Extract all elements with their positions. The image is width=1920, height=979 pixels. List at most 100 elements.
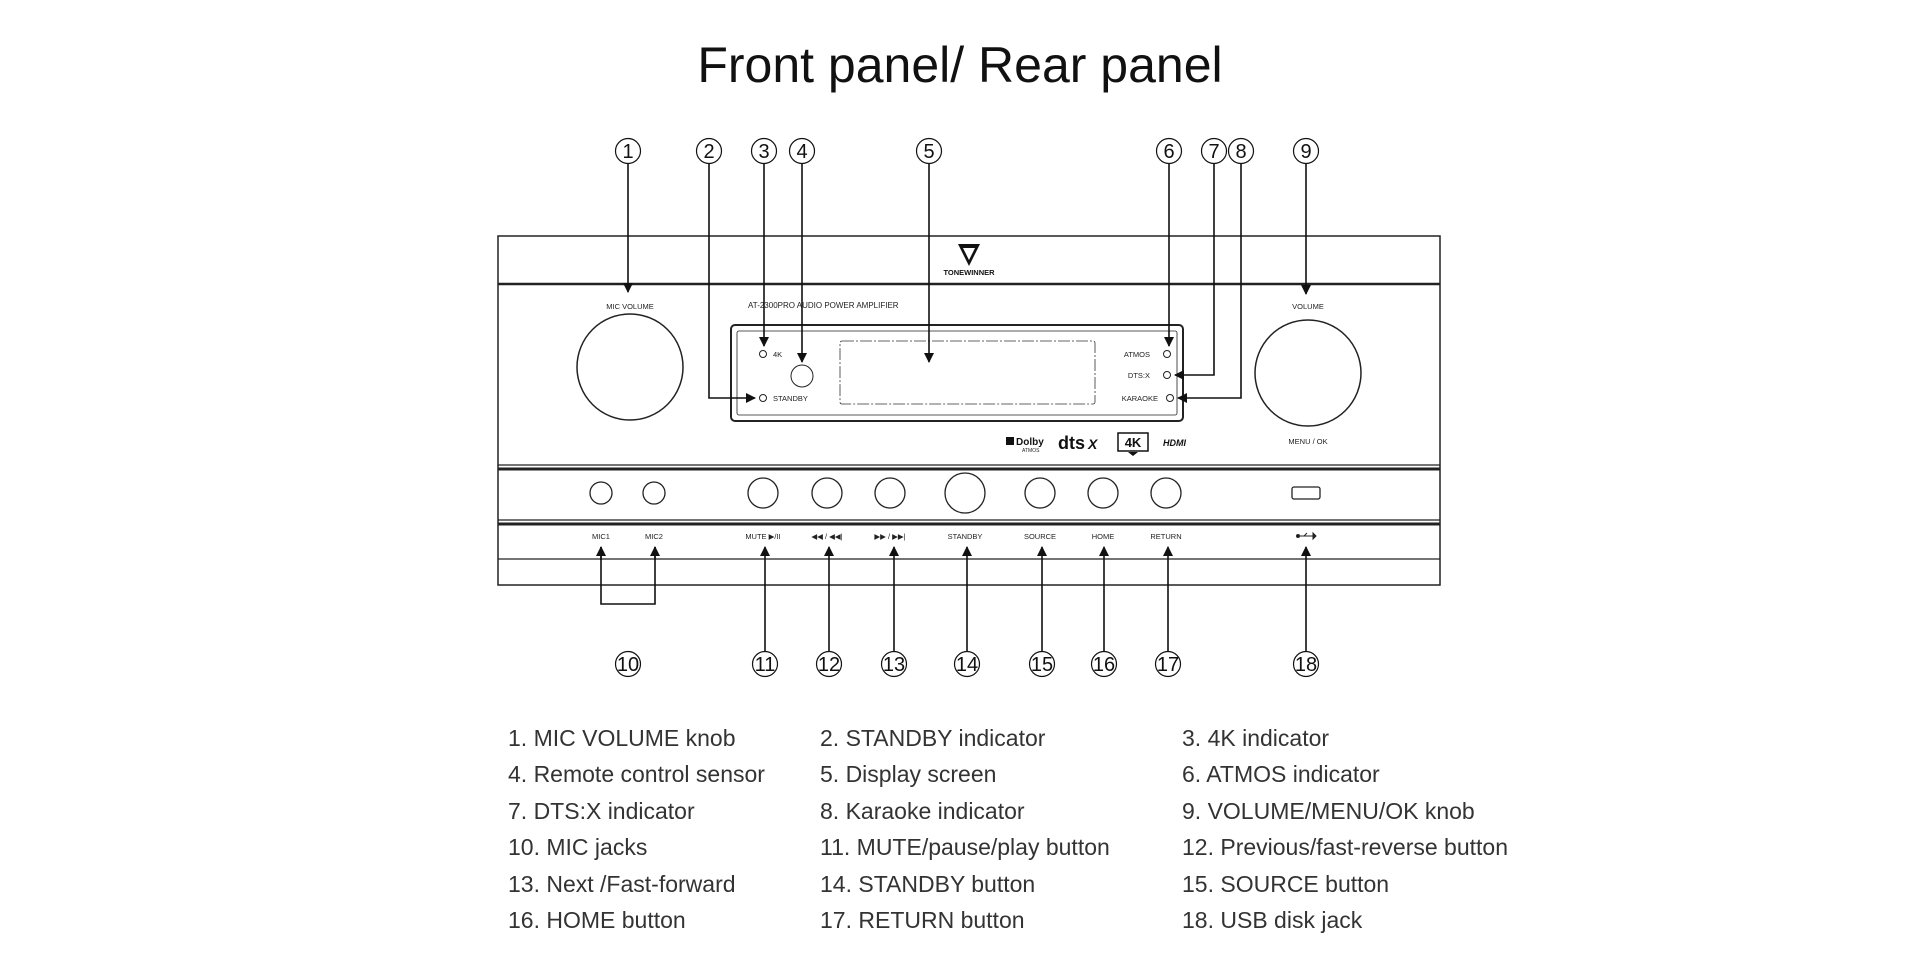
callout-leaders [596,164,1311,651]
legend-row: 7. DTS:X indicator 8. Karaoke indicator 9.… [508,793,1638,830]
mic1-button-label: MIC1 [592,532,610,541]
callout-leader-7 [1174,164,1215,380]
legend-item: 9. VOLUME/MENU/OK knob [1182,797,1475,824]
callout-17: 17 [1154,650,1182,678]
return-button-label: RETURN [1150,532,1181,541]
standby-indicator [759,394,767,402]
uhd-logo: 4K [1125,435,1142,450]
legend-row: 10. MIC jacks 11. MUTE/pause/play button 1… [508,830,1638,867]
svg-text:8: 8 [1235,141,1246,163]
legend-item: 6. ATMOS indicator [1182,761,1380,788]
svg-text:6: 6 [1163,141,1174,163]
legend-row: 16. HOME button 17. RETURN button 18. USB … [508,903,1638,940]
svg-text:18: 18 [1295,654,1317,676]
callout-6: 6 [1155,137,1183,165]
mute-button[interactable] [747,477,779,509]
usb-icon [1296,531,1317,541]
remote-sensor [790,364,814,388]
callout-13: 13 [880,650,908,678]
tonewinner-logo-icon [958,244,980,266]
next-button-label: ▶▶ / ▶▶| [874,532,905,541]
svg-text:12: 12 [818,654,840,676]
callout-7: 7 [1200,137,1228,165]
mute-button-label: MUTE ▶/II [745,532,780,541]
format-logos: Dolby ATMOS dts X 4K HDMI [1006,432,1186,456]
home-button-label: HOME [1092,532,1115,541]
dolby-icon [1006,437,1014,445]
4k-indicator [759,350,767,358]
legend-item: 3. 4K indicator [1182,724,1330,751]
home-button[interactable] [1087,477,1119,509]
legend-item: 8. Karaoke indicator [820,797,1025,824]
amplifier-chassis [497,235,1441,586]
standby-button-label: STANDBY [948,532,983,541]
volume-label: VOLUME [1292,302,1324,311]
mic2-button-label: MIC2 [645,532,663,541]
4k-indicator-label: 4K [773,350,782,359]
atmos-indicator-label: ATMOS [1124,350,1150,359]
legend-item: 14. STANDBY button [820,870,1036,897]
prev-button-label: ◀◀ / ◀◀| [811,532,842,541]
mic-volume-label: MIC VOLUME [606,302,654,311]
model-label: AT-2300PRO AUDIO POWER AMPLIFIER [748,301,899,310]
page-title: Front panel/ Rear panel [697,37,1223,93]
svg-text:3: 3 [758,141,769,163]
svg-text:7: 7 [1208,141,1219,163]
legend-item: 16. HOME button [508,907,686,934]
legend-item: 4. Remote control sensor [508,761,765,788]
callout-15: 15 [1028,650,1056,678]
dts-logo: dts [1058,433,1085,453]
mic-volume-knob[interactable] [576,313,684,421]
menu-ok-label: MENU / OK [1288,437,1327,446]
standby-indicator-label: STANDBY [773,394,808,403]
legend-item: 1. MIC VOLUME knob [508,724,736,751]
callout-3: 3 [750,137,778,165]
legend-item: 10. MIC jacks [508,834,648,861]
dtsx-indicator-label: DTS:X [1128,371,1150,380]
source-button[interactable] [1024,477,1056,509]
legend-item: 18. USB disk jack [1182,907,1363,934]
hdmi-logo: HDMI [1163,438,1186,448]
next-button[interactable] [874,477,906,509]
legend: 1. MIC VOLUME knob 2. STANDBY indicator 3.… [508,720,1638,939]
svg-text:13: 13 [883,654,905,676]
callout-10: 10 [614,650,642,678]
svg-text:16: 16 [1093,654,1115,676]
brand-logo: TONEWINNER [943,244,995,277]
source-button-label: SOURCE [1024,532,1056,541]
usb-port[interactable] [1291,486,1321,500]
svg-text:4: 4 [796,141,807,163]
callout-11: 11 [751,650,779,678]
dts-x-logo: X [1087,436,1099,452]
atmos-indicator [1163,350,1171,358]
legend-item: 7. DTS:X indicator [508,797,695,824]
legend-item: 12. Previous/fast-reverse button [1182,834,1508,861]
dolby-logo: Dolby [1016,437,1044,448]
uhd-frame-icon [1117,432,1149,452]
callout-5: 5 [915,137,943,165]
display-screen [839,340,1096,405]
prev-button[interactable] [811,477,843,509]
svg-text:17: 17 [1157,654,1179,676]
callout-8: 8 [1227,137,1255,165]
legend-row: 1. MIC VOLUME knob 2. STANDBY indicator 3.… [508,720,1638,757]
legend-item: 2. STANDBY indicator [820,724,1046,751]
legend-item: 15. SOURCE button [1182,870,1390,897]
brand-name: TONEWINNER [943,268,995,277]
svg-text:1: 1 [622,141,633,163]
callout-leader-8 [1177,164,1242,403]
legend-item: 11. MUTE/pause/play button [820,834,1110,861]
mic1-button[interactable] [589,481,613,505]
return-button[interactable] [1150,477,1182,509]
standby-button[interactable] [944,472,986,514]
display-window [730,324,1184,422]
callout-2: 2 [695,137,723,165]
callout-18: 18 [1292,650,1320,678]
mic2-button[interactable] [642,481,666,505]
legend-item: 17. RETURN button [820,907,1025,934]
control-row: MIC1 MIC2 MUTE ▶/II ◀◀ / ◀◀| ▶▶ / ▶▶| STANDBY… [589,472,1321,541]
volume-menu-ok-knob[interactable] [1254,319,1362,427]
svg-text:10: 10 [617,654,639,676]
